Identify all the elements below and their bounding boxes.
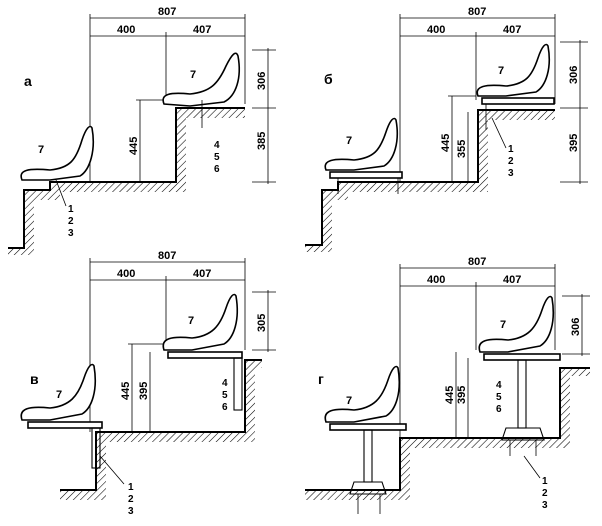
ref-a-1: 1 — [68, 204, 74, 215]
dim-seat-height-b: 306 — [568, 66, 580, 84]
panel-g: 807 400 407 306 445 395 г 7 7 4 5 6 1 2 … — [305, 256, 590, 514]
ref-v-2: 2 — [128, 494, 134, 505]
panel-letter-g: г — [318, 371, 324, 387]
dim-riser-v: 395 — [138, 382, 150, 400]
dim-right-v: 407 — [193, 268, 211, 280]
callout-lower-seat-a: 7 — [38, 144, 44, 156]
dim-total-g: 807 — [468, 256, 486, 268]
dim-seat-height-g: 306 — [570, 318, 582, 336]
dim-step-a: 445 — [128, 137, 140, 155]
ref-g-6: 6 — [496, 404, 502, 415]
dim-inner-b: 355 — [456, 140, 468, 158]
dim-total-b: 807 — [468, 6, 486, 18]
dim-total-a: 807 — [158, 6, 176, 18]
dim-seat-height-a: 306 — [256, 72, 268, 90]
panel-b: 807 400 407 306 395 445 355 б 7 7 1 2 3 — [305, 6, 588, 252]
dim-left-a: 400 — [117, 24, 135, 36]
callout-lower-seat-b: 7 — [346, 135, 352, 147]
ref-g-3: 3 — [542, 500, 548, 511]
ref-g-1: 1 — [542, 476, 548, 487]
callout-top-seat-b: 7 — [498, 65, 504, 77]
dim-step-b: 445 — [440, 134, 452, 152]
callout-top-seat-g: 7 — [500, 319, 506, 331]
ref-v-3: 3 — [128, 506, 134, 517]
dim-step-v: 445 — [120, 382, 132, 400]
panel-letter-b: б — [324, 71, 333, 87]
callout-lower-seat-v: 7 — [56, 389, 62, 401]
ref-g-5: 5 — [496, 392, 502, 403]
dim-right-a: 407 — [193, 24, 211, 36]
ref-b-1: 1 — [508, 144, 514, 155]
ref-a-2: 2 — [68, 216, 74, 227]
dim-riser-g: 395 — [456, 386, 468, 404]
dim-left-g: 400 — [427, 274, 445, 286]
panel-letter-v: в — [30, 371, 39, 387]
ref-v-1: 1 — [128, 482, 134, 493]
panel-v: 807 400 407 305 445 395 в 7 7 4 5 6 1 2 … — [20, 250, 276, 517]
ref-v-5: 5 — [222, 390, 228, 401]
ref-b-3: 3 — [508, 168, 514, 179]
dim-seat-height-v: 305 — [256, 314, 268, 332]
ref-a-5: 5 — [214, 152, 220, 163]
callout-top-seat-a: 7 — [190, 69, 196, 81]
panel-letter-a: а — [24, 73, 32, 89]
ref-a-6: 6 — [214, 164, 220, 175]
dim-right-b: 407 — [503, 24, 521, 36]
ref-b-2: 2 — [508, 156, 514, 167]
panel-a: 807 400 407 306 385 445 а 7 7 4 5 6 1 2 … — [8, 6, 276, 255]
ref-v-4: 4 — [222, 378, 228, 389]
dim-left-v: 400 — [117, 268, 135, 280]
callout-lower-seat-g: 7 — [346, 395, 352, 407]
dim-riser-a: 385 — [256, 132, 268, 150]
dim-step-g: 445 — [444, 386, 456, 404]
callout-top-seat-v: 7 — [188, 315, 194, 327]
dim-total-v: 807 — [158, 250, 176, 262]
ref-g-2: 2 — [542, 488, 548, 499]
ref-a-4: 4 — [214, 140, 220, 151]
dim-right-g: 407 — [503, 274, 521, 286]
dim-riser-b: 395 — [568, 134, 580, 152]
ref-v-6: 6 — [222, 402, 228, 413]
ref-a-3: 3 — [68, 228, 74, 239]
ref-g-4: 4 — [496, 380, 502, 391]
dim-left-b: 400 — [427, 24, 445, 36]
